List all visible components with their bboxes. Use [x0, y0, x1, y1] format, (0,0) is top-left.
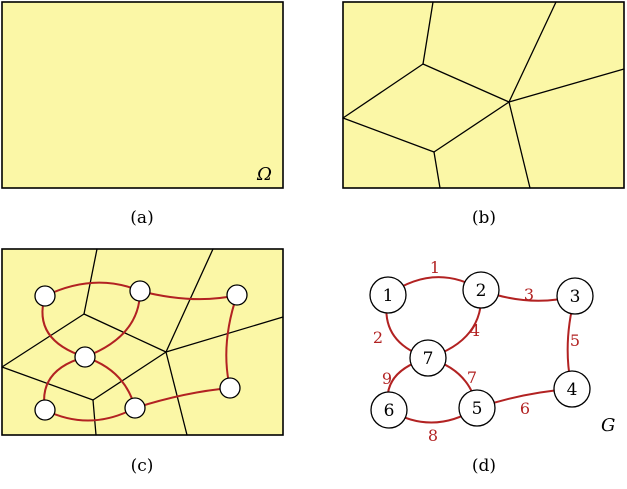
caption-b: (b) [472, 208, 496, 228]
partition-line [433, 101, 510, 153]
edge-label-3: 3 [524, 285, 534, 304]
partition-line [92, 351, 167, 401]
partitioned-rectangle [342, 1, 625, 189]
partition-line [83, 313, 167, 353]
partition-line [433, 151, 441, 189]
graph-vertex [34, 285, 56, 307]
edge-label-4: 4 [470, 321, 480, 340]
partition-line [342, 117, 435, 153]
node-label: 6 [384, 401, 395, 421]
panel-b: (b) [342, 1, 625, 228]
node-label: 4 [567, 380, 578, 400]
graph-vertex [34, 399, 56, 421]
node-label: 3 [570, 287, 581, 307]
graph-vertex [124, 397, 146, 419]
panel-c: (c) [1, 248, 284, 476]
domain-rectangle [1, 1, 284, 189]
edge-label-8: 8 [428, 426, 438, 445]
caption-d: (d) [472, 456, 496, 476]
edge-label-9: 9 [382, 369, 392, 388]
graph-node-1: 1 [369, 276, 407, 314]
graph-node-4: 4 [553, 370, 591, 408]
node-label: 5 [472, 399, 483, 419]
graph-node-6: 6 [370, 391, 408, 429]
edge-label-2: 2 [373, 328, 383, 347]
partition-line [92, 399, 97, 436]
caption-c: (c) [131, 456, 154, 476]
edge-label-5: 5 [570, 331, 580, 350]
graph-node-5: 5 [458, 389, 496, 427]
node-label: 2 [476, 281, 487, 301]
graph-node-7: 7 [409, 339, 447, 377]
caption-a: (a) [130, 208, 153, 228]
partition-line [165, 351, 188, 436]
graph-label: G [601, 415, 615, 436]
panel-a: Ω (a) [1, 1, 284, 228]
node-label: 7 [423, 349, 434, 369]
graph-vertex [219, 377, 241, 399]
graph-vertex [129, 280, 151, 302]
partition-line [422, 1, 434, 65]
graph-vertex [226, 284, 248, 306]
partition-line [508, 101, 531, 189]
node-label: 1 [383, 286, 394, 306]
partition-line [342, 63, 424, 119]
partition-line [83, 248, 98, 315]
partition-line [422, 63, 510, 103]
partition-line [1, 313, 85, 368]
edge-label-7: 7 [467, 368, 477, 387]
graph-vertex [74, 346, 96, 368]
graph-node-3: 3 [556, 277, 594, 315]
partition-line [165, 248, 214, 353]
edge-label-6: 6 [520, 399, 530, 418]
partition-line [508, 1, 557, 103]
partition-line [165, 316, 284, 353]
partition-line [508, 68, 625, 103]
domain-label: Ω [256, 164, 272, 185]
edge-label-1: 1 [430, 258, 440, 277]
graph-node-2: 2 [462, 271, 500, 309]
panel-d: 1 2 3 4 5 6 7 8 9 1 2 3 4 5 6 [369, 258, 615, 476]
